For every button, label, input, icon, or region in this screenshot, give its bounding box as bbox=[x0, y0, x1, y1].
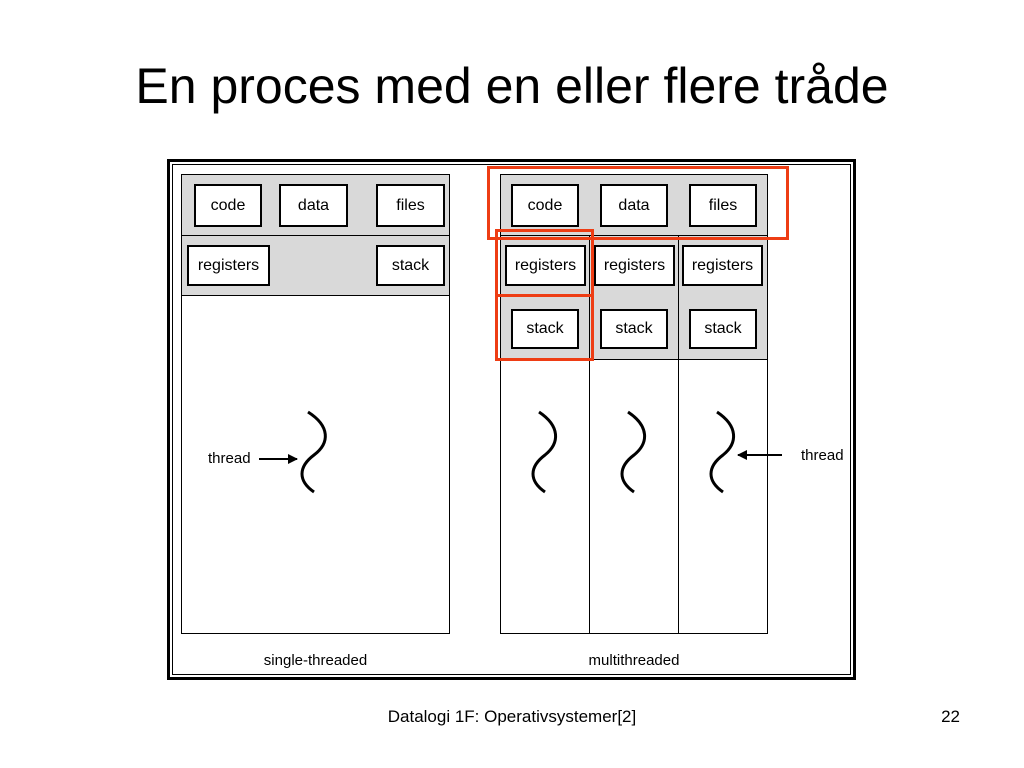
multi-data-box: data bbox=[600, 184, 668, 227]
multi-thread-area bbox=[500, 359, 768, 634]
stack-highlight bbox=[495, 294, 594, 361]
single-stack-box: stack bbox=[376, 245, 445, 286]
multi-stack-box-1: stack bbox=[511, 309, 579, 349]
multi-stack-box-2: stack bbox=[600, 309, 668, 349]
multi-registers-box-1: registers bbox=[505, 245, 586, 286]
shared-resources-highlight bbox=[487, 166, 789, 240]
thread-divider bbox=[589, 235, 590, 634]
thread-divider bbox=[678, 235, 679, 634]
multi-registers-box-2: registers bbox=[594, 245, 675, 286]
multi-thread-squiggle-1 bbox=[531, 410, 557, 494]
multi-files-box: files bbox=[689, 184, 757, 227]
multi-registers-box-3: registers bbox=[682, 245, 763, 286]
single-files-box: files bbox=[376, 184, 445, 227]
single-thread-squiggle bbox=[300, 410, 327, 494]
single-threaded-caption: single-threaded bbox=[263, 652, 368, 669]
single-code-box: code bbox=[194, 184, 262, 227]
single-thread-label: thread bbox=[208, 450, 251, 467]
diagram-inner-frame bbox=[172, 164, 851, 675]
multi-thread-squiggle-2 bbox=[620, 410, 646, 494]
slide-title: En proces med en eller flere tråde bbox=[135, 58, 889, 114]
multi-thread-squiggle-3 bbox=[709, 410, 735, 494]
single-registers-box: registers bbox=[187, 245, 270, 286]
multithreaded-caption: multithreaded bbox=[588, 652, 680, 669]
page-number: 22 bbox=[941, 707, 960, 726]
multi-stack-box-3: stack bbox=[689, 309, 757, 349]
registers-highlight bbox=[495, 229, 594, 297]
multi-thread-label: thread bbox=[801, 447, 844, 464]
single-thread-area bbox=[181, 295, 450, 634]
multi-code-box: code bbox=[511, 184, 579, 227]
single-data-box: data bbox=[279, 184, 348, 227]
footer-text: Datalogi 1F: Operativsystemer[2] bbox=[387, 707, 637, 726]
